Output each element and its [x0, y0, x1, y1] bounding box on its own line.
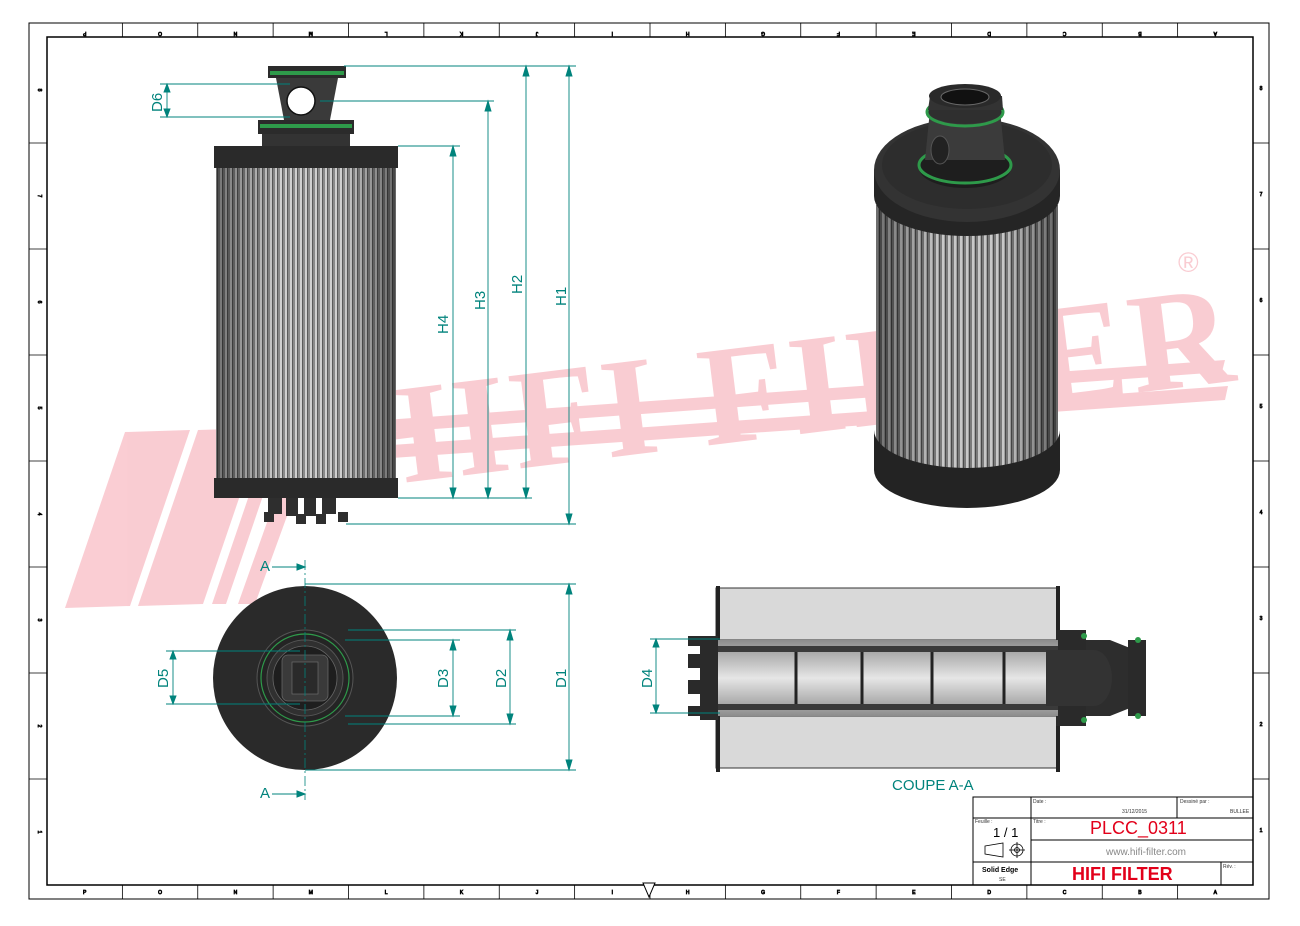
frame-zone-label: 8	[36, 89, 42, 92]
front-view	[214, 66, 398, 524]
frame-zone-label: O	[158, 890, 162, 896]
isometric-view	[874, 84, 1060, 508]
front-dimensions	[160, 64, 576, 526]
dim-label-h4: H4	[435, 315, 452, 334]
sheet-label: Feuille :	[975, 819, 993, 825]
solid-edge-label: Solid Edge	[982, 867, 1018, 874]
frame-zone-label: P	[83, 890, 87, 896]
frame-zone-label: N	[233, 30, 237, 36]
frame-zone-label: 4	[36, 513, 42, 516]
frame-zone-label: B	[1138, 890, 1142, 896]
frame-zone-label: I	[612, 30, 613, 36]
frame-zone-label: F	[837, 30, 840, 36]
title-label: Titre :	[1033, 819, 1046, 825]
frame-zone-label: L	[385, 30, 388, 36]
projection-symbol-icon	[984, 842, 1025, 858]
frame-zone-label: 2	[1260, 722, 1263, 728]
frame-zone-label: 1	[36, 831, 42, 834]
frame-zone-label: 1	[1260, 828, 1263, 834]
dim-label-h2: H2	[509, 275, 526, 294]
centering-mark-icon	[642, 882, 656, 899]
frame-zone-label: B	[1138, 30, 1142, 36]
watermark-text: HIFI FILTER	[330, 254, 1245, 521]
frame-zone-label: M	[309, 30, 313, 36]
frame-zone-label: 4	[1260, 510, 1263, 516]
frame-zone-label: H	[686, 890, 690, 896]
frame-zone-label: J	[536, 890, 539, 896]
title-block	[972, 796, 1254, 886]
watermark-registered-mark: ®	[1178, 247, 1199, 278]
section-caption: COUPE A-A	[892, 777, 974, 794]
frame-zone-label: 3	[1260, 616, 1263, 622]
frame-zone-label: H	[686, 30, 690, 36]
frame-zone-label: G	[761, 30, 765, 36]
dim-label-h3: H3	[472, 291, 489, 310]
frame-zone-label: C	[1063, 890, 1067, 896]
frame-zone-label: N	[234, 890, 238, 896]
part-number: PLCC_0311	[1090, 818, 1187, 839]
frame-zone-label: 8	[1260, 86, 1263, 92]
frame-zone-label: D	[987, 30, 991, 36]
sheet-value: 1 / 1	[993, 825, 1018, 840]
company-name: HIFI FILTER	[1072, 864, 1173, 884]
frame-zone-label: 5	[1260, 404, 1263, 410]
frame-zone-label: E	[911, 30, 915, 36]
frame-zone-label: 5	[36, 407, 42, 410]
section-dimension-d4	[650, 637, 720, 715]
frame-zone-label: M	[309, 890, 313, 896]
frame-zone-label: L	[385, 890, 388, 896]
frame-zone-label: E	[912, 890, 916, 896]
frame-zone-label: 3	[36, 619, 42, 622]
solid-edge-value: SE	[999, 877, 1006, 883]
frame-zone-label: K	[459, 30, 463, 36]
frame-zone-label: I	[612, 890, 613, 896]
frame-zone-label: 6	[36, 301, 42, 304]
frame-zone-label: A	[1213, 30, 1217, 36]
section-view	[688, 586, 1146, 772]
dim-label-d4: D4	[639, 669, 656, 688]
frame-zone-label: G	[761, 890, 765, 896]
dim-label-d3: D3	[435, 669, 452, 688]
frame-zone-label: C	[1062, 30, 1066, 36]
dim-label-h1: H1	[553, 287, 570, 306]
front-dimension-labels: H1 H2 H3 H4 D6	[149, 93, 570, 334]
frame-zone-markers: P P O O N N M M L L K K J J I I H H G G F F E E D D C C B B A A 8 8 7 7 6 6 5 5…	[29, 23, 1269, 899]
frame-zone-label: K	[460, 890, 464, 896]
date-value: 31/12/2015	[1122, 809, 1147, 815]
dim-label-d2: D2	[493, 669, 510, 688]
frame-zone-label: 7	[36, 195, 42, 198]
revision-label: Rév. :	[1223, 864, 1236, 870]
frame-zone-label: 7	[1260, 192, 1263, 198]
section-markers	[272, 563, 307, 798]
frame-zone-label: 6	[1260, 298, 1263, 304]
top-dimensions	[166, 582, 576, 772]
frame-zone-label: A	[1214, 890, 1218, 896]
date-label: Date :	[1033, 799, 1046, 805]
top-dimension-labels: D1 D2 D3 D5	[155, 669, 570, 688]
frame-zone-label: F	[837, 890, 840, 896]
section-mark-bottom: A	[260, 785, 270, 802]
website: www.hifi-filter.com	[1105, 847, 1186, 858]
frame-zone-label: O	[158, 30, 162, 36]
title-block-text: Date : 31/12/2015 Dessiné par : BULLEE F…	[975, 799, 1250, 884]
section-mark-top: A	[260, 558, 270, 575]
frame-zone-label: D	[987, 890, 991, 896]
dim-label-d1: D1	[553, 669, 570, 688]
frame-zone-label: P	[82, 30, 86, 36]
top-view	[213, 560, 397, 800]
dim-label-d6: D6	[149, 93, 166, 112]
drawn-by-value: BULLEE	[1230, 809, 1250, 815]
drawn-by-label: Dessiné par :	[1180, 799, 1209, 805]
frame-zone-label: 2	[36, 725, 42, 728]
frame-zone-label: J	[535, 30, 538, 36]
dim-label-d5: D5	[155, 669, 172, 688]
